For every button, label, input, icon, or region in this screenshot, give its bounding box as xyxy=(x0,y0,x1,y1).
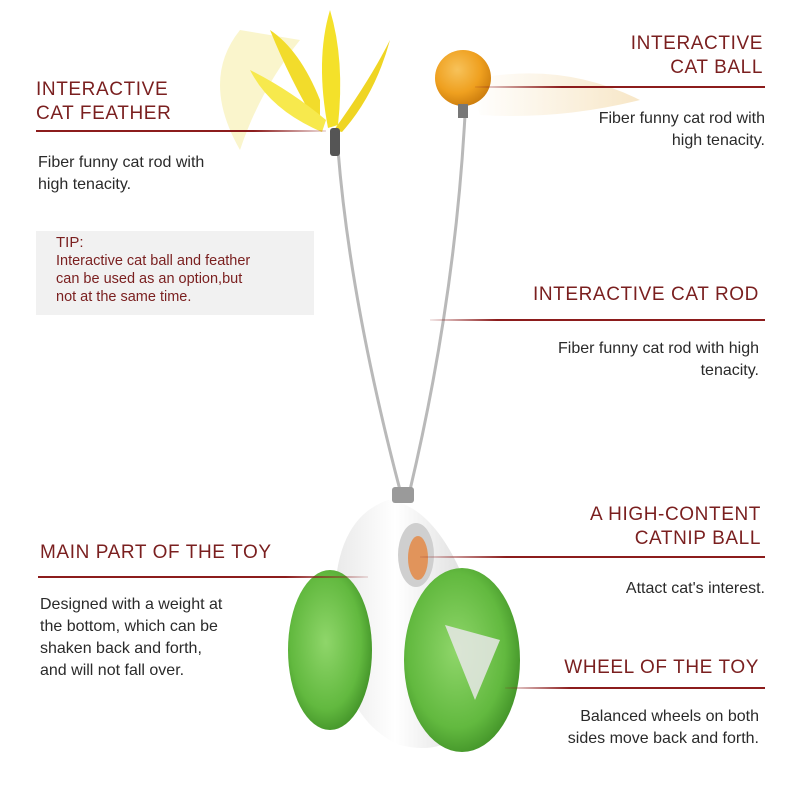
main-title: MAIN PART OF THE TOY xyxy=(40,542,272,563)
cat-ball xyxy=(435,50,491,106)
tip-line1: Interactive cat ball and feather xyxy=(56,253,251,269)
rod-desc-line1: Fiber funny cat rod with high xyxy=(558,340,759,357)
wheel-desc-line2: sides move back and forth. xyxy=(567,730,759,747)
feather-title: INTERACTIVE CAT FEATHER xyxy=(36,78,171,126)
feather-description: Fiber funny cat rod with high tenacity. xyxy=(38,152,204,196)
tip-line2: can be used as an option,but xyxy=(56,271,243,287)
main-desc-line3: shaken back and forth, xyxy=(40,640,202,657)
rod-description: Fiber funny cat rod with high tenacity. xyxy=(558,338,759,382)
catnip-title-line2: CATNIP BALL xyxy=(634,528,761,549)
left-rod xyxy=(336,149,402,491)
left-wheel xyxy=(288,570,372,730)
wheel-description: Balanced wheels on both sides move back … xyxy=(568,706,759,750)
feather-desc-line1: Fiber funny cat rod with xyxy=(38,154,205,171)
feather-motion-blur xyxy=(220,30,300,150)
wheel-divider xyxy=(505,687,765,689)
catnip-divider xyxy=(420,556,765,558)
ball-title: INTERACTIVE CAT BALL xyxy=(631,32,763,80)
feather-desc-line2: high tenacity. xyxy=(38,176,132,193)
feather-title-line1: INTERACTIVE xyxy=(36,79,169,100)
main-desc-line4: and will not fall over. xyxy=(40,662,185,679)
catnip-description: Attact cat's interest. xyxy=(625,580,765,597)
rod-desc-line2: tenacity. xyxy=(700,362,759,379)
ball-title-line1: INTERACTIVE xyxy=(630,33,763,54)
tip-box xyxy=(36,231,314,315)
ball-motion-blur xyxy=(470,73,640,116)
catnip-title: A HIGH-CONTENT CATNIP BALL xyxy=(590,503,761,551)
wheel-title: WHEEL OF THE TOY xyxy=(564,657,759,678)
ball-desc-line1: Fiber funny cat rod with xyxy=(598,110,765,127)
catnip-title-line1: A HIGH-CONTENT xyxy=(590,504,761,525)
feather-title-line2: CAT FEATHER xyxy=(36,103,172,124)
right-rod xyxy=(408,114,467,491)
main-description: Designed with a weight at the bottom, wh… xyxy=(40,594,222,682)
ball-desc-line2: high tenacity. xyxy=(671,132,765,149)
feather xyxy=(250,10,390,156)
tip-label: TIP: xyxy=(56,234,84,251)
feather-divider xyxy=(36,130,326,132)
wheel-desc-line1: Balanced wheels on both xyxy=(580,708,759,725)
rod-title: INTERACTIVE CAT ROD xyxy=(532,284,759,305)
main-desc-line2: the bottom, which can be xyxy=(40,618,218,635)
rod-divider xyxy=(430,319,765,321)
main-divider xyxy=(38,576,368,578)
tip-line3: not at the same time. xyxy=(56,289,192,305)
main-desc-line1: Designed with a weight at xyxy=(40,596,223,613)
wheel-triangle-mark xyxy=(445,625,500,700)
ball-divider xyxy=(475,86,765,88)
ball-description: Fiber funny cat rod with high tenacity. xyxy=(599,108,765,152)
tip-text: Interactive cat ball and feather can be … xyxy=(56,252,310,306)
ball-title-line2: CAT BALL xyxy=(670,57,763,78)
